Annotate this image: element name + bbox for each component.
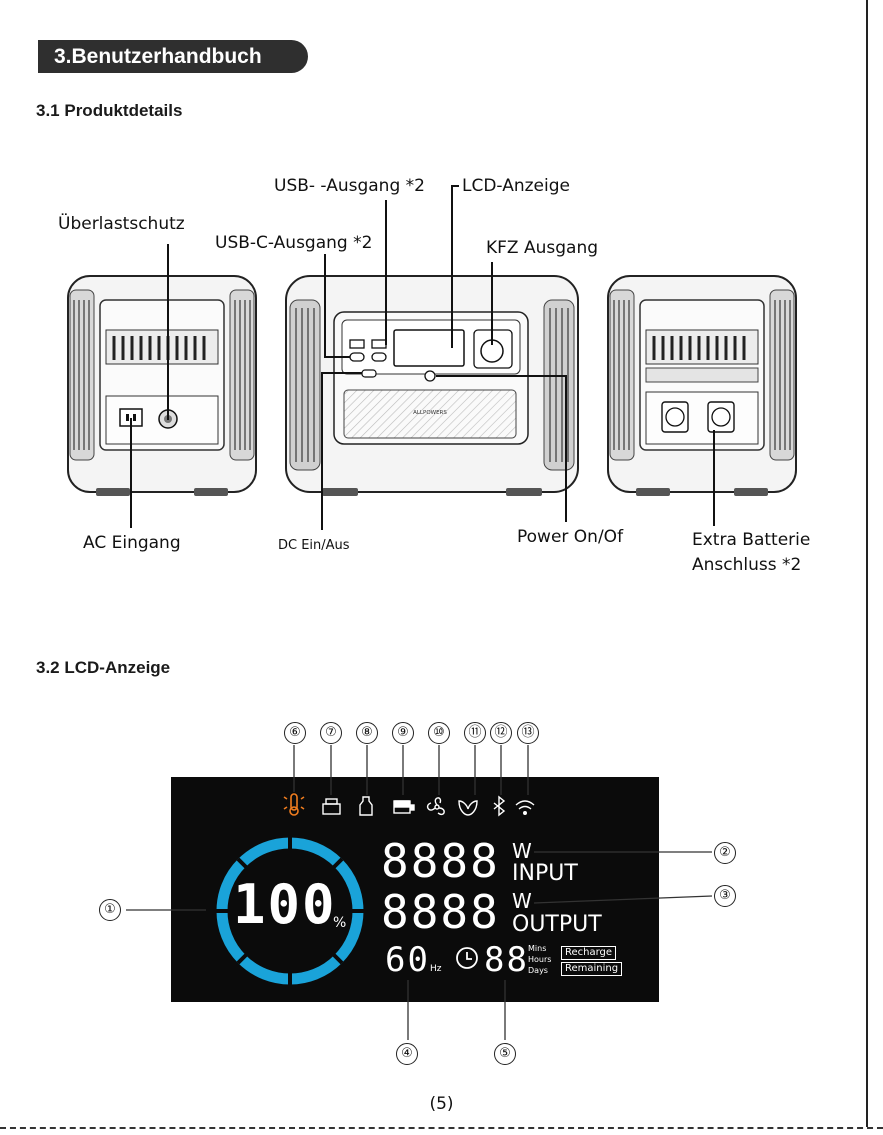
label-usb-a-output: USB- -Ausgang *2: [274, 176, 425, 196]
label-power-button: Power On/Of: [517, 527, 624, 547]
label-ac-input: AC Eingang: [83, 533, 181, 553]
battery-percent-sign: %: [333, 915, 347, 931]
frequency-unit: Hz: [430, 964, 442, 974]
callout-13: ⑬: [517, 722, 539, 744]
label-overload-protection: Überlastschutz: [58, 214, 185, 234]
right-unit-back-view: [607, 275, 797, 496]
lcd-icon-row: [283, 793, 535, 817]
label-extra-battery-2: Anschluss *2: [692, 555, 802, 575]
callout-11: ⑪: [464, 722, 486, 744]
label-lcd-display: LCD-Anzeige: [462, 176, 570, 196]
battery-icon: [393, 800, 415, 814]
battery-ring: [216, 837, 364, 985]
callout-8: ⑧: [356, 722, 378, 744]
input-unit: W: [512, 839, 532, 863]
label-extra-battery-1: Extra Batterie: [692, 530, 811, 550]
wifi-icon: [515, 800, 535, 816]
time-unit-mins: Mins: [528, 944, 547, 953]
section-heading-product: 3.1 Produktdetails: [36, 101, 183, 120]
lcd-screen: 100 % 8888 W INPUT 8888 W OUTPUT 60 Hz 8…: [171, 777, 659, 1002]
callout-1: ①: [99, 899, 121, 921]
time-value: 88: [484, 940, 529, 980]
product-illustration: ALLPOWERS: [67, 185, 797, 530]
eco-leaf-icon: [458, 800, 478, 816]
callout-10: ⑩: [428, 722, 450, 744]
remaining-badge: Remaining: [561, 962, 623, 976]
page-number: (5): [429, 1094, 454, 1114]
callout-4: ④: [396, 1043, 418, 1065]
output-label: OUTPUT: [512, 912, 602, 937]
page-cut-line: [0, 1127, 883, 1129]
usb-icon: [322, 798, 341, 815]
callout-6: ⑥: [284, 722, 306, 744]
bottle-icon: [359, 796, 373, 816]
brand-mark: ALLPOWERS: [413, 410, 447, 416]
center-unit-front-view: ALLPOWERS: [285, 275, 579, 496]
battery-percent: 100: [233, 873, 337, 936]
callout-3: ③: [714, 885, 736, 907]
chapter-header: 3.Benutzerhandbuch: [38, 40, 308, 73]
bluetooth-icon: [493, 795, 506, 817]
fan-icon: [426, 797, 445, 816]
input-watts: 8888: [381, 834, 500, 888]
section-heading-lcd: 3.2 LCD-Anzeige: [36, 658, 171, 677]
callout-9: ⑨: [392, 722, 414, 744]
output-unit: W: [512, 889, 532, 913]
temperature-warning-icon: [283, 793, 305, 816]
label-car-output: KFZ Ausgang: [486, 238, 599, 258]
label-usb-c-output: USB-C-Ausgang *2: [215, 233, 373, 253]
output-watts: 8888: [381, 885, 500, 939]
product-callout-lines: [130, 185, 715, 530]
time-unit-hours: Hours: [528, 955, 552, 964]
callout-5: ⑤: [494, 1043, 516, 1065]
callout-7: ⑦: [320, 722, 342, 744]
left-unit-back-view: [67, 275, 257, 496]
input-label: INPUT: [512, 861, 578, 886]
callout-2: ②: [714, 842, 736, 864]
label-dc-switch: DC Ein/Aus: [278, 538, 350, 553]
frequency-value: 60: [385, 940, 430, 980]
time-unit-days: Days: [528, 966, 548, 975]
page-border: [866, 0, 868, 1127]
recharge-badge: Recharge: [561, 946, 617, 960]
clock-icon: [456, 947, 478, 969]
callout-12: ⑫: [490, 722, 512, 744]
